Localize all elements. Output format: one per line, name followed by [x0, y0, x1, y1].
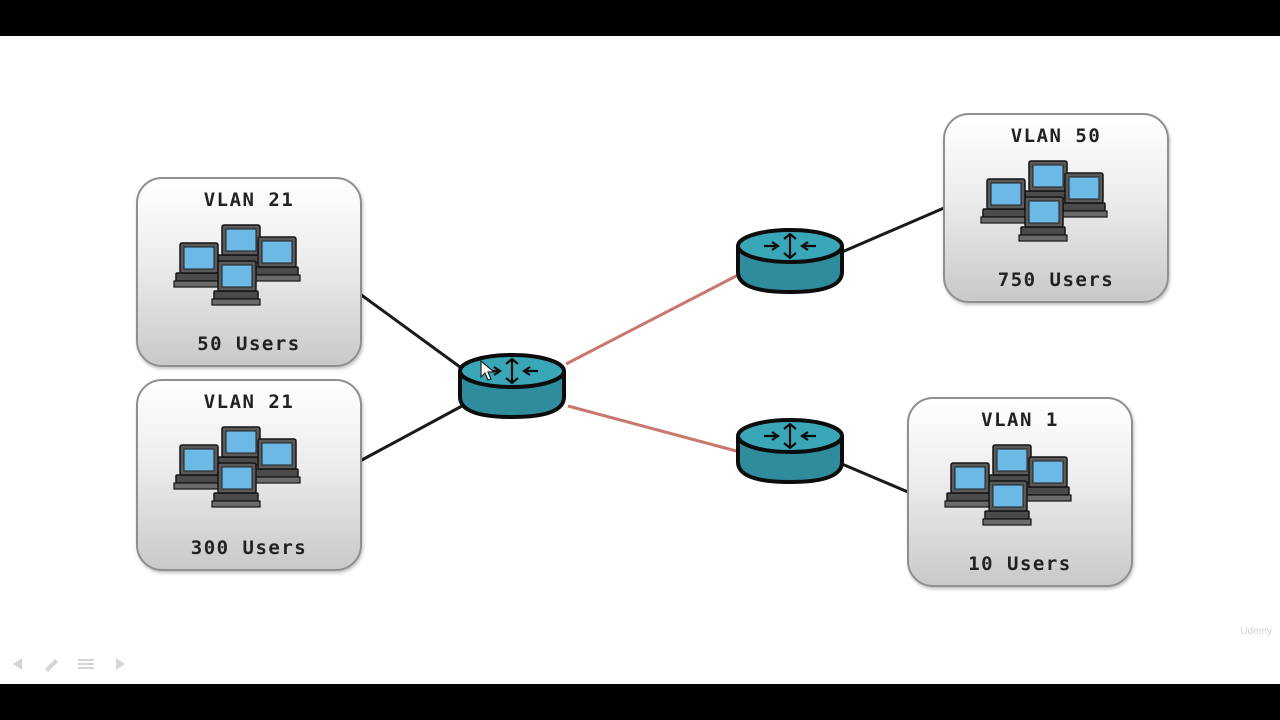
next-icon[interactable] [110, 656, 130, 672]
vlan-box-vlan21-50: VLAN 21 50 Users [136, 177, 362, 367]
mouse-cursor-icon [480, 359, 496, 381]
lower-router-icon [736, 418, 844, 484]
player-controls [8, 656, 130, 676]
vlan-user-count: 300 Users [190, 537, 308, 559]
pen-icon[interactable] [42, 656, 62, 672]
computer-cluster-icon [975, 159, 1135, 259]
vlan-user-count: 750 Users [997, 269, 1115, 291]
link-core-lower-router [567, 404, 741, 454]
link-upper-router-vlan50 [841, 206, 945, 254]
link-core-upper-router [565, 272, 741, 366]
vlan-title: VLAN 21 [203, 391, 295, 413]
core-router-icon [458, 353, 566, 419]
watermark-logo: Udemy [1240, 626, 1272, 637]
link-lower-router-vlan1 [841, 462, 909, 494]
letterbox-bottom [0, 684, 1280, 720]
vlan-title: VLAN 50 [1010, 125, 1102, 147]
vlan-box-vlan1: VLAN 1 10 Users [907, 397, 1133, 587]
letterbox-top [0, 0, 1280, 36]
computer-cluster-icon [168, 223, 328, 323]
link-vlan21a-core [359, 292, 461, 369]
vlan-box-vlan50: VLAN 50 750 Users [943, 113, 1169, 303]
vlan-box-vlan21-300: VLAN 21 300 Users [136, 379, 362, 571]
computer-cluster-icon [939, 443, 1099, 543]
menu-icon[interactable] [76, 656, 96, 672]
vlan-user-count: 10 Users [968, 553, 1072, 575]
diagram-slide: VLAN 21 50 Users VLAN 21 300 Users VLAN … [0, 36, 1280, 684]
link-vlan21b-core [359, 404, 463, 463]
connection-links [359, 206, 945, 494]
vlan-user-count: 50 Users [197, 333, 301, 355]
vlan-title: VLAN 1 [981, 409, 1059, 431]
upper-router-icon [736, 228, 844, 294]
computer-cluster-icon [168, 425, 328, 525]
previous-icon[interactable] [8, 656, 28, 672]
vlan-title: VLAN 21 [203, 189, 295, 211]
